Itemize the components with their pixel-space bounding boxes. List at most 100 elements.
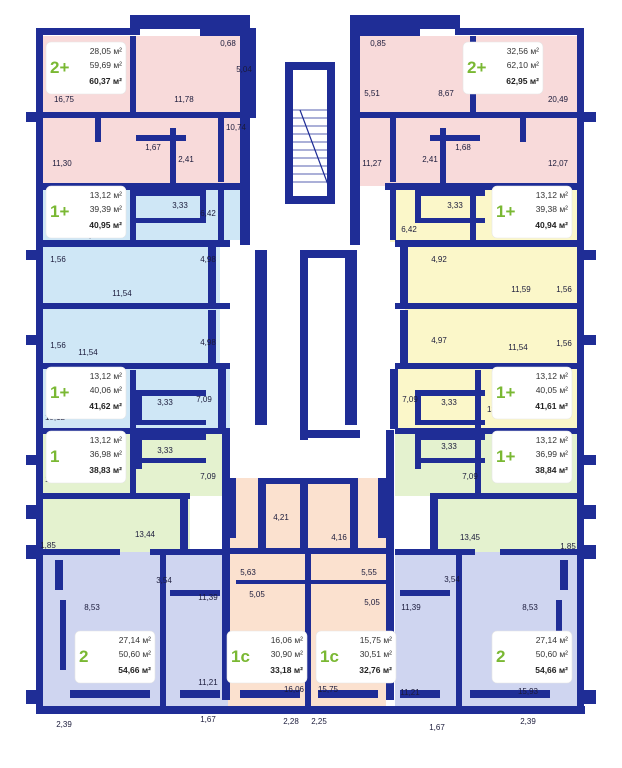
room-area-label: 8,53 bbox=[84, 603, 100, 612]
wall-73 bbox=[390, 112, 396, 182]
total-area: 39,38 м² bbox=[536, 204, 568, 214]
room-area-label: 2,41 bbox=[422, 155, 438, 164]
wall-95 bbox=[415, 390, 421, 425]
room-area-label: 6,42 bbox=[200, 209, 216, 218]
room-area-label: 10,74 bbox=[226, 123, 247, 132]
room-fill-1 bbox=[40, 116, 248, 186]
living-area: 13,12 м² bbox=[90, 371, 122, 381]
wall-116 bbox=[318, 690, 378, 698]
room-area-label: 16,75 bbox=[54, 95, 75, 104]
apartment-type: 1+ bbox=[496, 447, 515, 466]
room-area-label: 3,33 bbox=[157, 446, 173, 455]
room-area-label: 20,49 bbox=[548, 95, 569, 104]
wall-107 bbox=[350, 478, 358, 548]
apartment-area: 60,37 м² bbox=[89, 76, 122, 86]
wall-84 bbox=[440, 128, 446, 183]
wall-82 bbox=[456, 552, 462, 707]
card-bg bbox=[45, 366, 127, 420]
card-bg bbox=[491, 185, 573, 239]
wall-91 bbox=[415, 218, 485, 223]
wall-88 bbox=[200, 190, 206, 223]
room-fill-15 bbox=[435, 496, 578, 552]
room-area-label: 3,33 bbox=[447, 201, 463, 210]
room-area-label: 6,42 bbox=[401, 225, 417, 234]
wall-114 bbox=[180, 690, 220, 698]
room-area-label: 0,85 bbox=[370, 39, 386, 48]
room-area-label: 5,63 bbox=[240, 568, 256, 577]
room-fill-5 bbox=[40, 242, 220, 307]
room-fill-8 bbox=[405, 242, 578, 304]
room-area-label: 11,27 bbox=[362, 159, 382, 168]
wall-45 bbox=[40, 706, 585, 714]
room-fill-3 bbox=[360, 116, 578, 186]
wall-123 bbox=[170, 590, 220, 596]
wall-113 bbox=[70, 690, 150, 698]
living-area: 13,12 м² bbox=[90, 190, 122, 200]
wall-94 bbox=[136, 420, 206, 425]
wall-18 bbox=[240, 15, 250, 245]
wall-119 bbox=[55, 560, 63, 590]
room-area-label: 5,04 bbox=[236, 65, 252, 74]
wall-26 bbox=[285, 62, 335, 70]
apartment-area: 41,62 м² bbox=[89, 401, 122, 411]
apartment-type: 2 bbox=[496, 647, 505, 666]
room-area-label: 2,25 bbox=[311, 717, 327, 726]
total-area: 59,69 м² bbox=[90, 60, 122, 70]
apartment-type: 1с bbox=[231, 647, 250, 666]
apartment-area: 40,94 м² bbox=[535, 220, 568, 230]
room-area-label: 2,41 bbox=[178, 155, 194, 164]
wall-0 bbox=[36, 28, 43, 714]
wall-80 bbox=[475, 434, 481, 494]
wall-43 bbox=[40, 549, 120, 555]
room-area-label: 4,92 bbox=[431, 255, 447, 264]
living-area: 13,12 м² bbox=[536, 190, 568, 200]
wall-111 bbox=[305, 548, 311, 713]
wall-48 bbox=[385, 183, 580, 190]
room-area-label: 11,39 bbox=[198, 593, 218, 602]
room-area-label: 5,05 bbox=[249, 590, 265, 599]
wall-70 bbox=[136, 135, 186, 141]
card-bg bbox=[45, 41, 127, 95]
room-area-label: 5,51 bbox=[364, 89, 380, 98]
wall-37 bbox=[40, 183, 248, 190]
room-area-label: 4,97 bbox=[431, 336, 447, 345]
room-area-label: 1,67 bbox=[145, 143, 161, 152]
room-area-label: 3,54 bbox=[444, 575, 460, 584]
wall-46 bbox=[360, 112, 480, 118]
wall-28 bbox=[327, 62, 335, 202]
room-area-label: 1,67 bbox=[200, 715, 216, 724]
wall-96 bbox=[415, 390, 485, 396]
wall-72 bbox=[520, 112, 526, 142]
wall-59 bbox=[130, 190, 136, 240]
wall-32 bbox=[300, 250, 355, 258]
card-bg bbox=[491, 366, 573, 420]
wall-90 bbox=[415, 190, 485, 196]
room-area-label: 11,54 bbox=[112, 289, 132, 298]
wall-40 bbox=[40, 363, 230, 369]
room-area-label: 3,33 bbox=[441, 442, 457, 451]
wall-31 bbox=[345, 250, 357, 425]
wall-100 bbox=[136, 458, 206, 463]
room-area-label: 4,16 bbox=[331, 533, 347, 542]
wall-54 bbox=[395, 549, 475, 555]
wall-120 bbox=[560, 560, 568, 590]
wall-38 bbox=[40, 240, 230, 247]
wall-3 bbox=[26, 335, 38, 345]
wall-102 bbox=[415, 434, 485, 440]
room-area-label: 11,78 bbox=[174, 95, 194, 104]
room-area-label: 1,56 bbox=[50, 341, 66, 350]
room-area-label: 7,09 bbox=[402, 395, 418, 404]
wall-58 bbox=[218, 112, 224, 182]
wall-34 bbox=[300, 430, 360, 438]
wall-17 bbox=[130, 15, 245, 29]
room-area-label: 11,30 bbox=[52, 159, 72, 168]
wall-117 bbox=[400, 690, 440, 698]
wall-86 bbox=[136, 190, 206, 196]
room-area-label: 1,85 bbox=[560, 542, 576, 551]
